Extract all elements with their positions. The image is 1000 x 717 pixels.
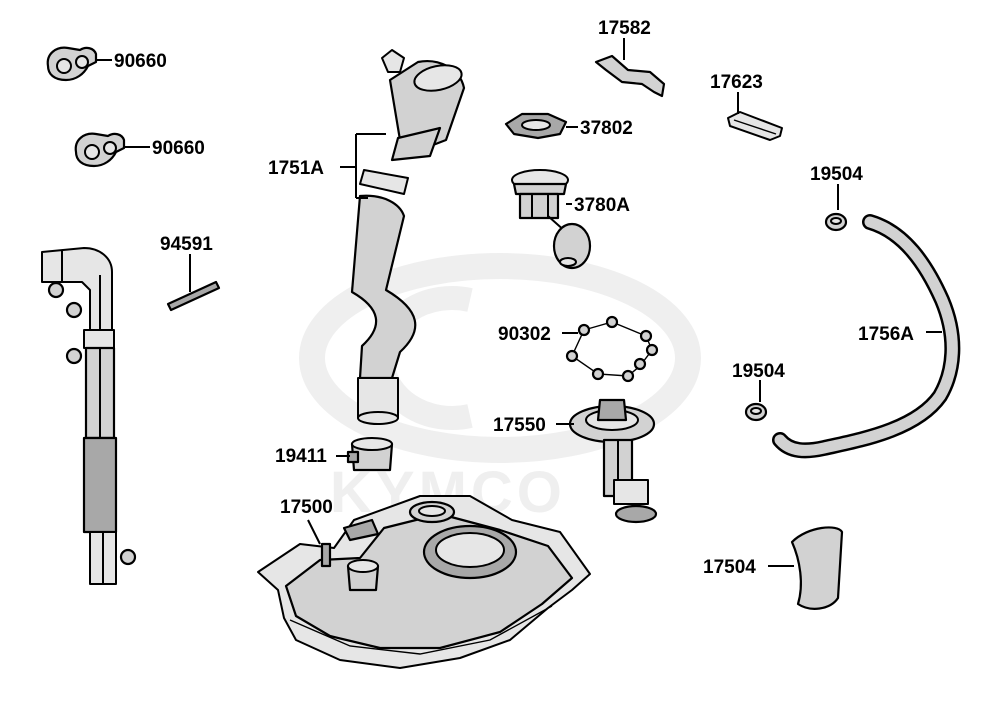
label-17623: 17623 — [710, 72, 763, 93]
part-94591-strip[interactable]: 94591 — [160, 234, 221, 312]
part-1751A-filler-neck[interactable]: 1751A — [268, 49, 466, 425]
label-90302: 90302 — [498, 324, 551, 345]
label-1756A: 1756A — [858, 324, 914, 345]
label-19504-a: 19504 — [810, 164, 863, 185]
part-19504-clamp-b[interactable]: 19504 — [732, 361, 785, 422]
part-3780A-fuel-gauge[interactable]: 3780A — [511, 169, 630, 270]
part-17550-fuel-pump[interactable]: 17550 — [493, 398, 658, 524]
part-17623-cover[interactable]: 17623 — [710, 72, 783, 141]
part-17582-bracket[interactable]: 17582 — [594, 18, 666, 98]
part-37802-gasket[interactable]: 37802 — [504, 112, 633, 140]
label-17500: 17500 — [280, 497, 333, 518]
label-17550: 17550 — [493, 415, 546, 436]
label-3780A: 3780A — [574, 195, 630, 216]
label-19504-b: 19504 — [732, 361, 785, 382]
label-17504: 17504 — [703, 557, 756, 578]
part-1756A-hose[interactable]: 1756A — [772, 214, 961, 459]
part-17500-fuel-tank[interactable]: 17500 — [257, 495, 591, 669]
label-94591: 94591 — [160, 234, 213, 255]
part-90302-bolts[interactable]: 90302 — [498, 315, 659, 383]
part-17504-pad[interactable]: 17504 — [703, 526, 844, 610]
label-37802: 37802 — [580, 118, 633, 139]
label-90660-a: 90660 — [114, 51, 167, 72]
part-90660-clip-a[interactable]: 90660 — [46, 46, 167, 82]
label-19411: 19411 — [275, 446, 327, 467]
part-90660-clip-b[interactable]: 90660 — [74, 132, 205, 168]
breather-tube-assembly — [41, 247, 137, 585]
label-90660-b: 90660 — [152, 138, 205, 159]
label-17582: 17582 — [598, 18, 651, 39]
part-19411-clamp[interactable]: 19411 — [275, 437, 394, 472]
part-19504-clamp-a[interactable]: 19504 — [810, 164, 863, 232]
label-1751A: 1751A — [268, 158, 324, 179]
